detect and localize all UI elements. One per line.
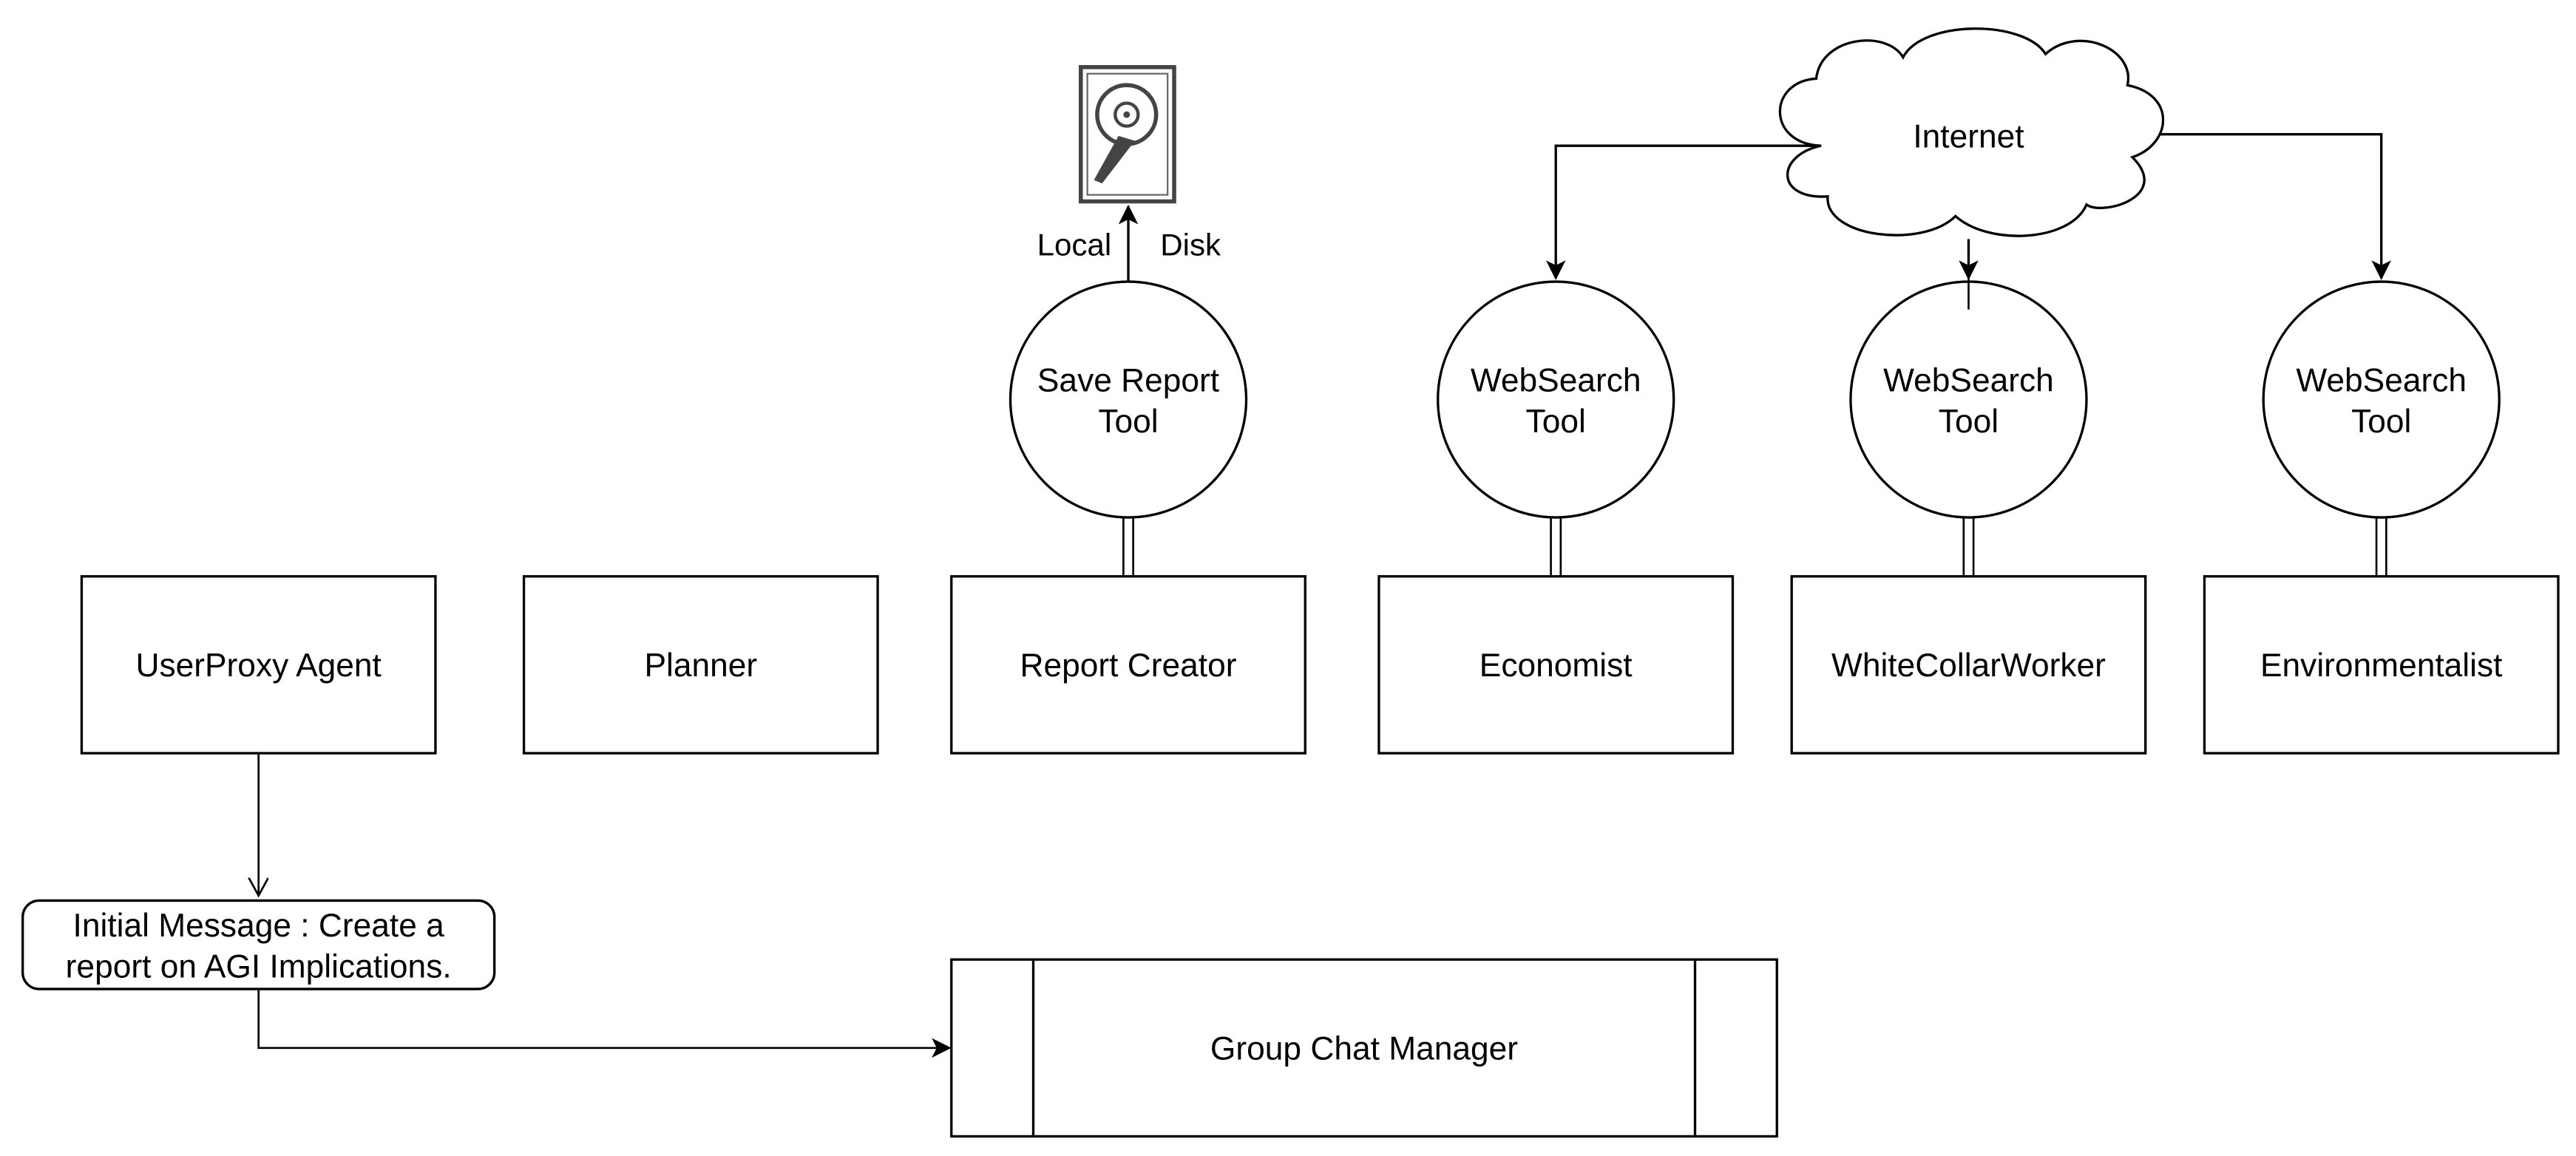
websearch-tool-3-label-line2: Tool [2351, 404, 2411, 440]
websearch-tool-3-label-line1: WebSearch [2296, 362, 2467, 398]
websearch-tool-2[interactable]: WebSearch Tool [1849, 280, 2088, 519]
hard-disk-icon [1078, 65, 1176, 204]
websearch-tool-3[interactable]: WebSearch Tool [2262, 280, 2501, 519]
websearch-tool-2-label-line2: Tool [1939, 404, 1999, 440]
initial-message-box[interactable]: Initial Message : Create a report on AGI… [21, 899, 496, 990]
websearch-tool-2-label-line1: WebSearch [1883, 362, 2054, 398]
initial-message-line2: report on AGI Implications. [66, 949, 452, 985]
agent-environmentalist[interactable]: Environmentalist [2203, 575, 2560, 755]
agent-userproxy[interactable]: UserProxy Agent [80, 575, 437, 755]
message-to-manager-connector [257, 989, 952, 1058]
agent-planner[interactable]: Planner [522, 575, 879, 755]
save-report-tool-label-line1: Save Report [1037, 362, 1219, 398]
agent-report-creator[interactable]: Report Creator [950, 575, 1306, 755]
disk-label-local: Local [1037, 228, 1112, 262]
agent-whitecollarworker-label: WhiteCollarWorker [1831, 647, 2106, 684]
agent-report-creator-label: Report Creator [1020, 647, 1237, 684]
internet-cloud [1778, 27, 2165, 237]
websearch-tool-1[interactable]: WebSearch Tool [1437, 280, 1675, 519]
group-chat-manager-label: Group Chat Manager [1210, 1030, 1518, 1067]
agent-planner-label: Planner [644, 647, 757, 684]
save-report-tool[interactable]: Save Report Tool [1009, 280, 1248, 519]
agent-economist-label: Economist [1479, 647, 1633, 684]
internet-to-websearch-1-connector [1545, 144, 1822, 280]
initial-message-line1: Initial Message : Create a [73, 908, 445, 944]
agent-whitecollarworker[interactable]: WhiteCollarWorker [1790, 575, 2147, 755]
agent-economist[interactable]: Economist [1377, 575, 1735, 755]
agent-environmentalist-label: Environmentalist [2260, 647, 2502, 684]
tool-agent-links [1122, 517, 2387, 577]
websearch-tool-1-label-line1: WebSearch [1471, 362, 1641, 398]
disk-label-disk: Disk [1160, 228, 1221, 262]
group-chat-manager[interactable]: Group Chat Manager [950, 958, 1778, 1138]
agent-userproxy-label: UserProxy Agent [135, 647, 381, 684]
internet-to-websearch-3-connector [2129, 132, 2392, 280]
websearch-tool-1-label-line2: Tool [1526, 404, 1586, 440]
internet-label: Internet [1913, 118, 2024, 154]
save-report-tool-label-line2: Tool [1098, 404, 1158, 440]
